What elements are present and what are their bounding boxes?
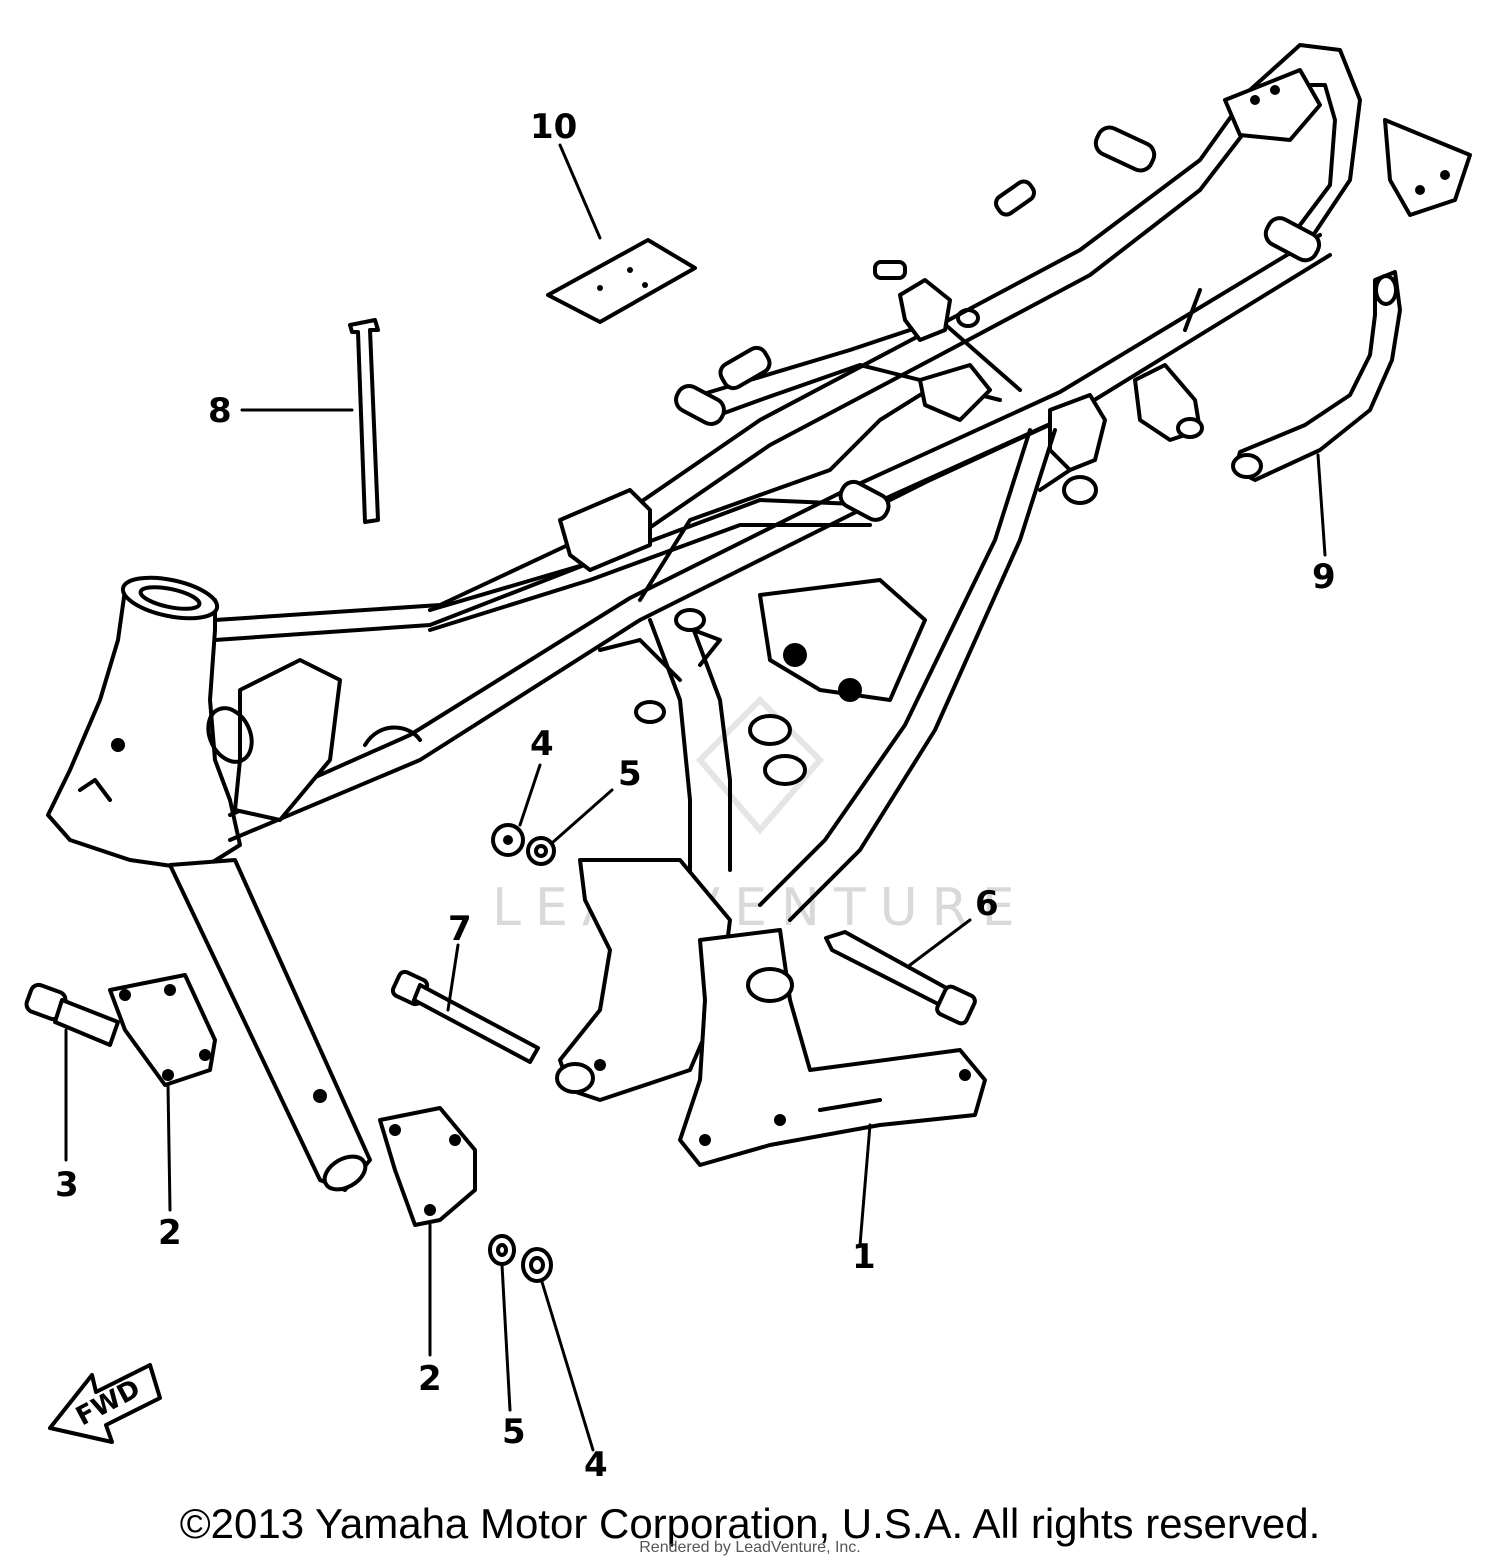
part-9-brace xyxy=(1231,270,1402,482)
part-3-bolt xyxy=(24,982,120,1047)
callout-9: 9 xyxy=(1312,557,1336,597)
part-6-bolt xyxy=(824,930,977,1026)
callout-5-upper: 5 xyxy=(618,754,642,794)
rendered-by-notice: Rendered by LeadVenture, Inc. xyxy=(639,1539,861,1556)
callout-7: 7 xyxy=(448,909,472,949)
part-2-engine-plate-upper xyxy=(108,973,217,1087)
part-8-rod xyxy=(348,318,380,524)
callout-3: 3 xyxy=(55,1165,79,1205)
part-4-nut-upper xyxy=(491,823,525,857)
part-4-nut-lower xyxy=(521,1247,553,1283)
callout-5-lower: 5 xyxy=(502,1412,526,1452)
copyright-notice: ©2013 Yamaha Motor Corporation, U.S.A. A… xyxy=(179,1500,1321,1547)
callout-2-lower: 2 xyxy=(418,1359,442,1399)
callout-4-lower: 4 xyxy=(584,1445,608,1485)
leader-lines xyxy=(64,143,1327,1452)
part-10-pad xyxy=(546,238,697,324)
watermark-text: LEADVENTURE xyxy=(492,878,1029,938)
callout-8: 8 xyxy=(208,391,232,431)
watermark-logo xyxy=(695,695,825,835)
callout-6: 6 xyxy=(975,884,999,924)
callout-10: 10 xyxy=(530,107,577,147)
callout-1: 1 xyxy=(852,1237,876,1277)
part-5-washer-lower xyxy=(488,1234,516,1266)
callout-2-upper: 2 xyxy=(158,1213,182,1253)
part-1-bracket xyxy=(678,928,987,1167)
part-5-washer-upper xyxy=(526,836,556,866)
part-2-engine-plate-lower xyxy=(378,1106,477,1227)
forward-arrow-icon: FWD xyxy=(48,1363,162,1444)
callout-4-upper: 4 xyxy=(530,724,554,764)
part-7-bolt xyxy=(390,969,540,1064)
frame xyxy=(46,43,1472,1192)
